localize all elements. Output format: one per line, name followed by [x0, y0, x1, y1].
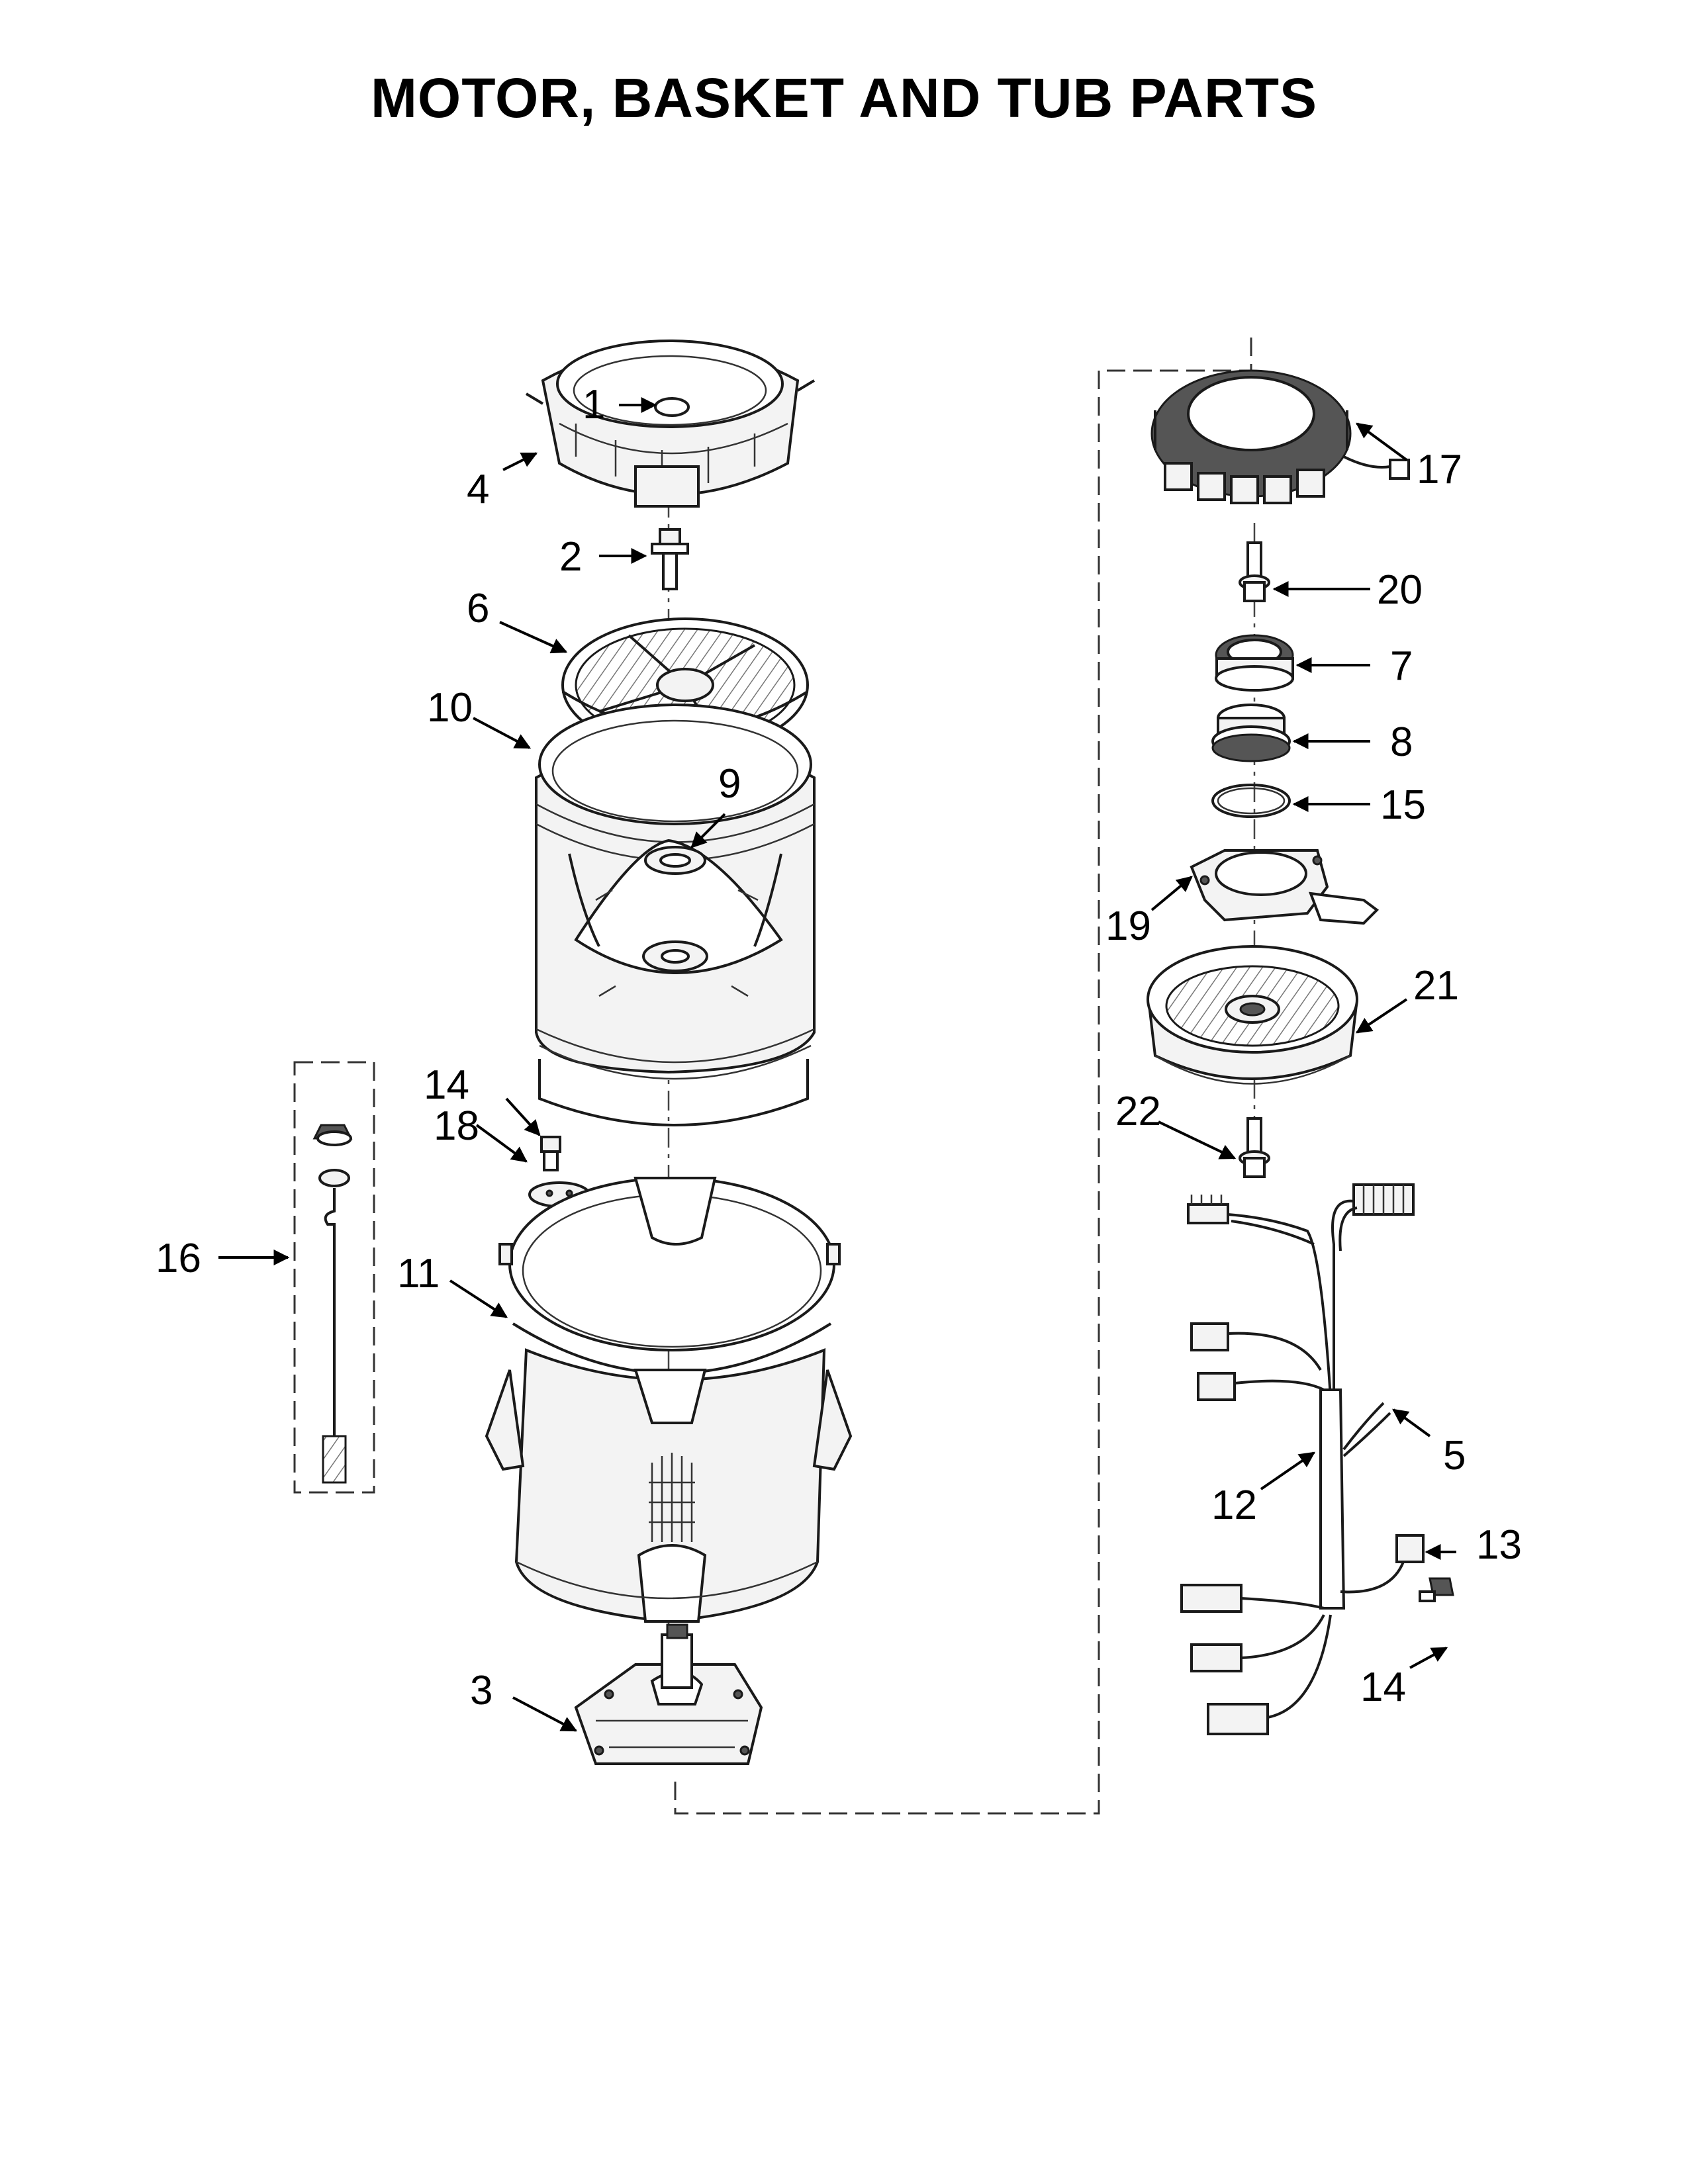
stator-part — [1150, 369, 1410, 504]
callout-17: 17 — [1417, 447, 1462, 492]
callout-5: 5 — [1443, 1433, 1466, 1479]
callout-21: 21 — [1413, 963, 1459, 1009]
seal-part — [1211, 704, 1291, 762]
callout-7: 7 — [1390, 643, 1413, 689]
leader-lines — [218, 397, 1456, 1732]
rotor-part — [1147, 945, 1358, 1085]
screw-part — [540, 1136, 561, 1171]
wire-harness-part — [1180, 1183, 1454, 1735]
bearing-part — [1215, 634, 1294, 692]
drive-hub-part — [574, 1623, 763, 1765]
callout-1: 1 — [583, 382, 605, 428]
callout-8: 8 — [1390, 719, 1413, 765]
callout-19: 19 — [1105, 903, 1151, 949]
suspension-rod-boundary — [293, 1061, 375, 1494]
tub-part — [485, 1177, 853, 1623]
callout-2: 2 — [559, 534, 582, 580]
page-title: MOTOR, BASKET AND TUB PARTS — [370, 67, 1318, 129]
callout-6: 6 — [467, 586, 489, 631]
callout-10: 10 — [427, 685, 473, 731]
callout-3: 3 — [470, 1668, 492, 1713]
callout-15: 15 — [1380, 782, 1426, 828]
balance-ring-part — [525, 340, 816, 508]
callout-12: 12 — [1211, 1482, 1257, 1528]
callout-20: 20 — [1377, 567, 1423, 613]
callout-13: 13 — [1476, 1522, 1522, 1568]
callout-14b: 14 — [1360, 1664, 1406, 1710]
callout-18: 18 — [434, 1103, 479, 1149]
callout-9: 9 — [718, 761, 741, 807]
callout-11: 11 — [397, 1251, 440, 1297]
callout-4: 4 — [467, 467, 489, 512]
cap-part — [654, 397, 690, 417]
basket-part — [535, 704, 816, 1126]
callout-16: 16 — [156, 1236, 201, 1281]
callout-22: 22 — [1115, 1089, 1161, 1134]
bolt-part-3 — [1239, 1117, 1270, 1178]
bolt-part — [651, 528, 689, 590]
callout-labels: 1 2 3 4 5 6 7 8 9 10 11 12 13 14 14 15 1… — [156, 382, 1522, 1713]
bracket-part — [1190, 849, 1380, 925]
suspension-rod-part — [312, 1124, 353, 1484]
assembly-boundary — [674, 338, 1252, 1815]
callout-14a: 14 — [424, 1062, 469, 1108]
o-ring-part — [1211, 784, 1291, 818]
bolt-part-2 — [1239, 541, 1270, 602]
